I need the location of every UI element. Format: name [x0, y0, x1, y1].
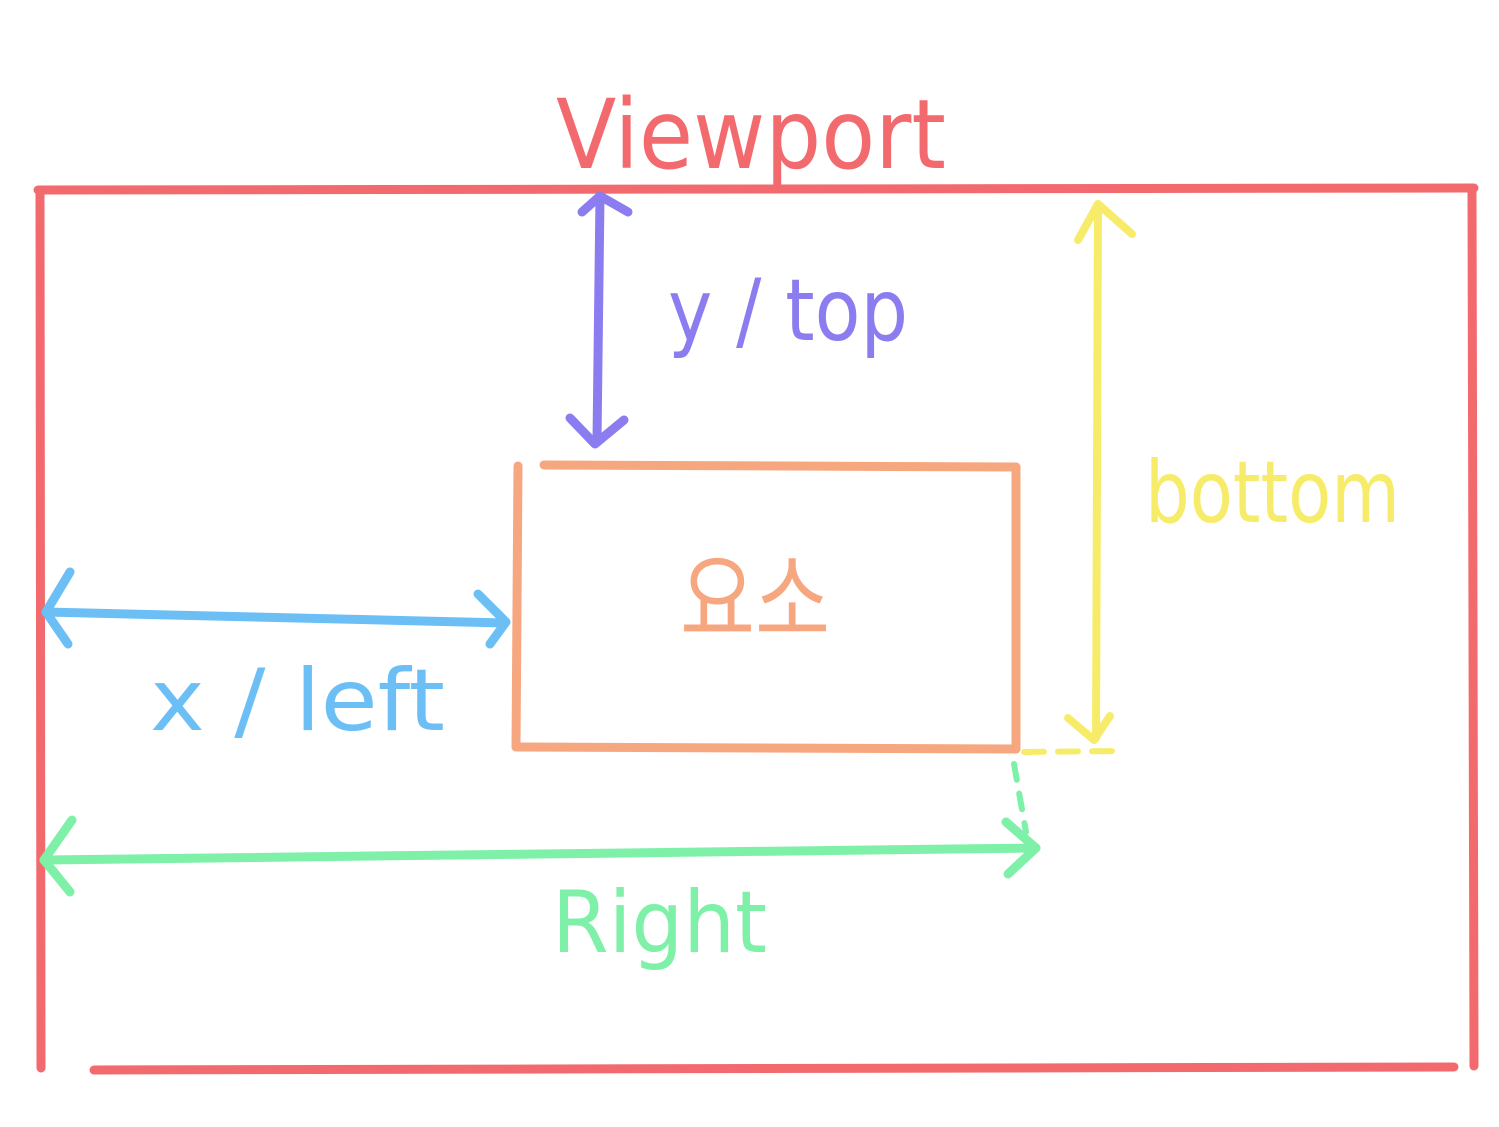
right-arrow	[39, 761, 1041, 897]
viewport-frame	[33, 183, 1479, 1075]
left-label: x / left	[150, 651, 445, 751]
bottom-arrow	[1021, 200, 1136, 755]
top-label: y / top	[668, 261, 908, 361]
element-box	[511, 460, 1021, 754]
element-label: 요소	[680, 542, 830, 659]
right-label: Right	[552, 873, 767, 973]
left-arrow	[41, 567, 511, 649]
viewport-title: Viewport	[556, 79, 946, 191]
top-arrow	[565, 191, 633, 449]
bottom-label: bottom	[1145, 443, 1400, 543]
